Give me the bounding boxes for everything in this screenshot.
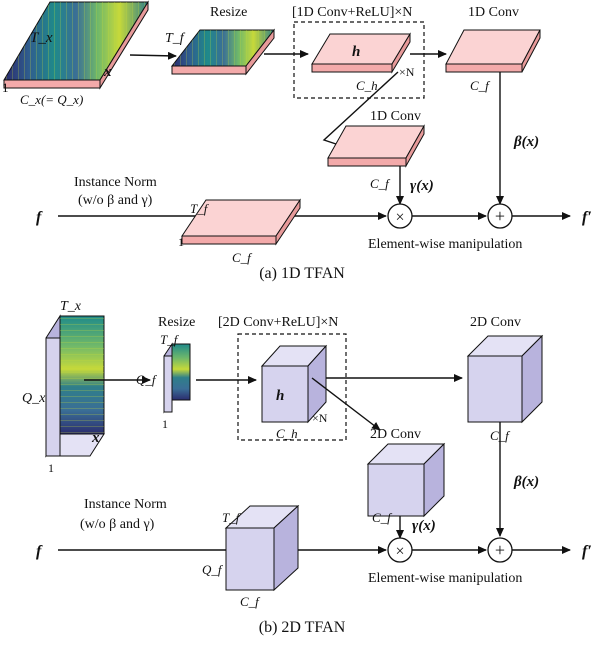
input-freq-label-2d: Q_x bbox=[22, 391, 46, 406]
conv-gamma-layer-1d bbox=[327, 124, 425, 168]
conv-beta-block-2d bbox=[466, 334, 544, 424]
conv-relu-box-2d bbox=[237, 333, 347, 441]
conv-gamma-label-2d: 2D Conv bbox=[370, 427, 421, 442]
conv-gamma-label-1d: 1D Conv bbox=[370, 109, 421, 124]
input-x-label-1d: x bbox=[103, 64, 112, 80]
resized-time-label-1d: T_f bbox=[165, 31, 186, 46]
norm-time-label-2d: T_f bbox=[222, 510, 242, 525]
conv-gamma-channels-1d: C_f bbox=[370, 176, 391, 191]
norm-label-2-2d: (w/o β and γ) bbox=[80, 517, 155, 532]
resized-spectrogram-2d bbox=[163, 342, 191, 414]
norm-freq-label-2d: Q_f bbox=[202, 562, 224, 577]
multiply-symbol-2d: × bbox=[395, 543, 404, 560]
norm-one-label-1d: 1 bbox=[178, 235, 184, 249]
add-symbol-2d: + bbox=[495, 540, 505, 560]
resized-spectrogram-1d bbox=[170, 28, 276, 76]
input-spectrogram-1d bbox=[3, 0, 149, 90]
feature-in-label-1d: f bbox=[36, 209, 43, 226]
resized-time-label-2d: T_f bbox=[160, 332, 180, 347]
caption-2d: (b) 2D TFAN bbox=[259, 619, 346, 636]
input-one-label-2d: 1 bbox=[48, 461, 54, 475]
feature-out-label-2d: f′ bbox=[582, 543, 592, 560]
input-one-label-1d: 1 bbox=[2, 80, 9, 95]
conv-beta-channels-1d: C_f bbox=[470, 78, 491, 93]
conv-gamma-channels-2d: C_f bbox=[372, 510, 393, 525]
elementwise-label-1d: Element-wise manipulation bbox=[368, 237, 522, 252]
repeat-label-1d: ×N bbox=[399, 65, 415, 79]
resized-freq-label-2d: Q_f bbox=[136, 372, 158, 387]
elementwise-label-2d: Element-wise manipulation bbox=[368, 571, 522, 586]
norm-label-1-2d: Instance Norm bbox=[84, 497, 167, 512]
norm-time-label-1d: T_f bbox=[190, 201, 210, 216]
resized-one-label-2d: 1 bbox=[162, 417, 168, 431]
conv-beta-layer-1d bbox=[445, 29, 541, 73]
multiply-symbol-1d: × bbox=[395, 209, 404, 226]
input-x-label-2d: x bbox=[91, 430, 100, 446]
feature-out-label-1d: f′ bbox=[582, 209, 592, 226]
normalized-layer-1d bbox=[181, 198, 301, 246]
panel-1d: T_x x 1 C_x(= Q_x) T_f Resize [1D Conv+R… bbox=[2, 0, 592, 282]
norm-channels-label-2d: C_f bbox=[240, 594, 261, 609]
norm-label-1-1d: Instance Norm bbox=[74, 175, 157, 190]
input-time-label-1d: T_x bbox=[30, 30, 53, 46]
hidden-block-2d bbox=[260, 344, 328, 424]
hidden-h-label-2d: h bbox=[276, 388, 284, 404]
conv-block-label-1d: [1D Conv+ReLU]×N bbox=[292, 5, 412, 20]
conv-block-label-2d: [2D Conv+ReLU]×N bbox=[218, 315, 338, 330]
norm-channels-label-1d: C_f bbox=[232, 250, 253, 265]
add-symbol-1d: + bbox=[495, 206, 505, 226]
caption-1d: (a) 1D TFAN bbox=[259, 265, 345, 282]
feature-in-label-2d: f bbox=[36, 543, 43, 560]
input-width-label-1d: C_x(= Q_x) bbox=[20, 92, 83, 107]
hidden-h-label-1d: h bbox=[352, 44, 360, 60]
conv-gamma-block-2d bbox=[366, 442, 446, 518]
hidden-channels-label-1d: C_h bbox=[356, 78, 378, 93]
panel-2d: T_x Q_x x 1 Resize T_f Q_f 1 [2D Conv+Re… bbox=[22, 299, 592, 636]
hidden-channels-label-2d: C_h bbox=[276, 426, 298, 441]
conv-relu-box-1d bbox=[293, 21, 425, 99]
hidden-layer-1d bbox=[311, 32, 411, 74]
resize-label-2d: Resize bbox=[158, 315, 195, 330]
norm-label-2-1d: (w/o β and γ) bbox=[78, 193, 153, 208]
resize-label-1d: Resize bbox=[210, 5, 247, 20]
gamma-label-1d: γ(x) bbox=[410, 178, 434, 194]
input-spectrogram-2d bbox=[45, 314, 105, 458]
beta-label-2d: β(x) bbox=[513, 474, 539, 490]
resize-arrow-1d bbox=[129, 51, 177, 60]
beta-label-1d: β(x) bbox=[513, 134, 539, 150]
gamma-label-2d: γ(x) bbox=[412, 518, 436, 534]
repeat-label-2d: ×N bbox=[312, 411, 328, 425]
normalized-block-2d bbox=[224, 504, 300, 592]
to-conv-gamma-arrow-2d bbox=[311, 377, 381, 431]
input-time-label-2d: T_x bbox=[60, 299, 82, 314]
conv-beta-label-2d: 2D Conv bbox=[470, 315, 521, 330]
conv-beta-label-1d: 1D Conv bbox=[468, 5, 519, 20]
